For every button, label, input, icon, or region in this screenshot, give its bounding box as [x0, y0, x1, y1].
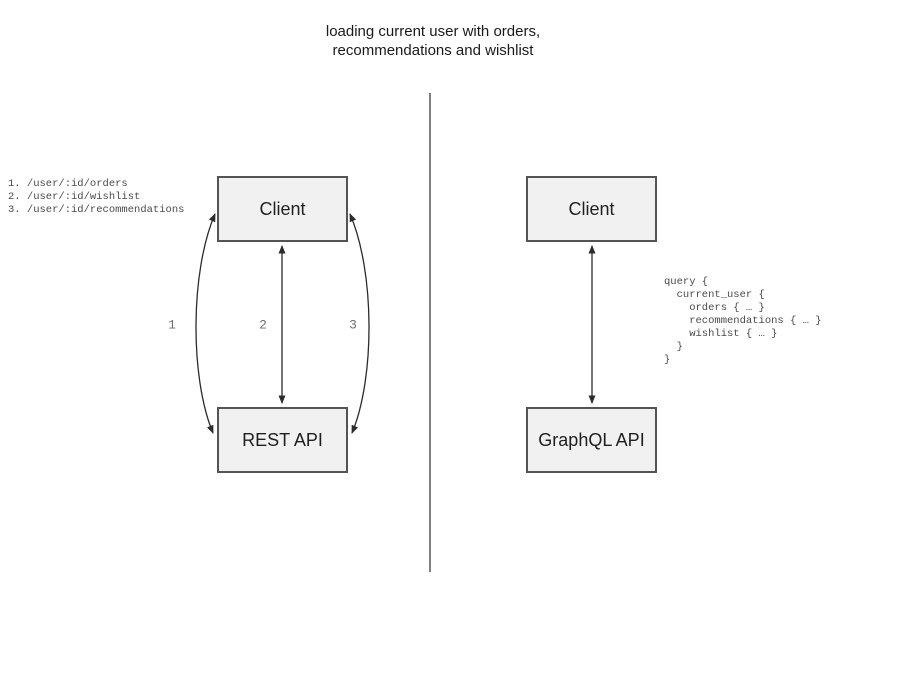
graphql-api-node: GraphQL API [526, 407, 657, 473]
panel-divider-line [429, 93, 431, 572]
rest-arrow-1-curve [195, 213, 216, 434]
rest-endpoint-list: 1. /user/:id/orders 2. /user/:id/wishlis… [8, 178, 184, 217]
graphql-api-label: GraphQL API [538, 429, 645, 450]
rest-endpoint-2: 2. /user/:id/wishlist [8, 191, 141, 203]
rest-api-node: REST API [217, 407, 348, 473]
graphql-client-label: Client [568, 198, 615, 219]
rest-endpoint-1: 1. /user/:id/orders [8, 178, 128, 190]
rest-endpoint-3: 3. /user/:id/recommendations [8, 204, 185, 216]
rest-arrow-label-2: 2 [259, 317, 267, 333]
rest-arrow-label-3: 3 [349, 317, 357, 333]
rest-client-label: Client [259, 198, 306, 219]
rest-api-label: REST API [242, 429, 323, 450]
diagram-title: loading current user with orders, recomm… [325, 23, 541, 59]
graphql-query-code: query { current_user { orders { … } reco… [664, 276, 822, 366]
rest-arrow-label-1: 1 [168, 317, 176, 333]
rest-client-node: Client [217, 176, 348, 242]
graphql-client-node: Client [526, 176, 657, 242]
